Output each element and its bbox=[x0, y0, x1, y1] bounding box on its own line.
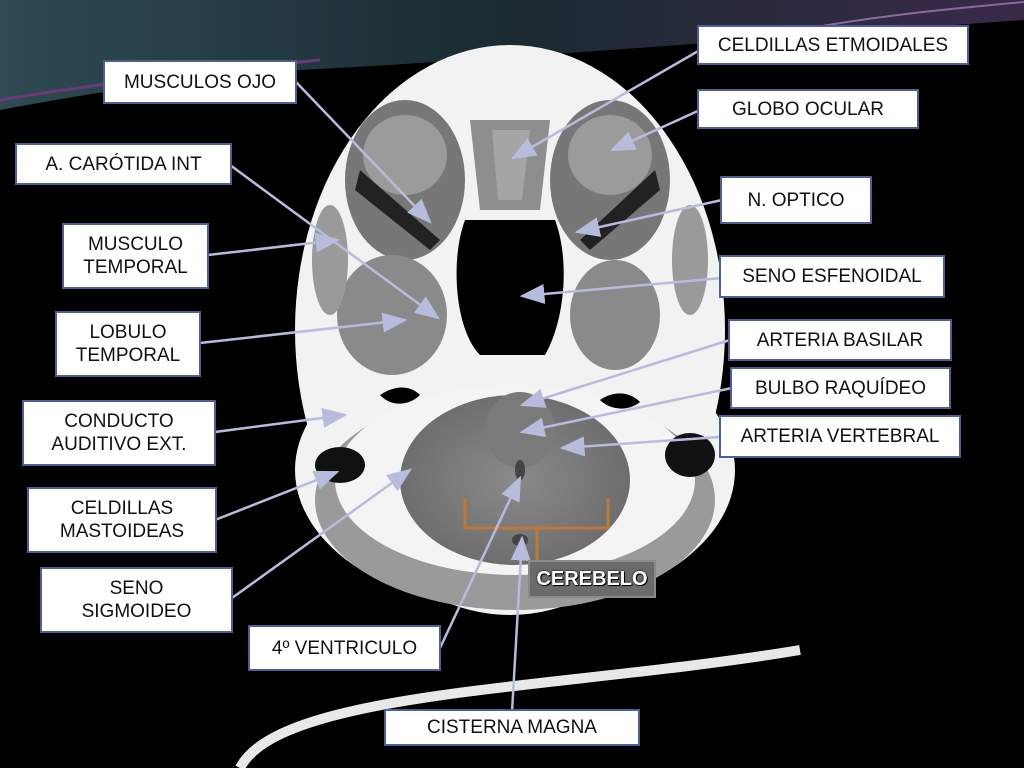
label-text: 4º VENTRICULO bbox=[271, 637, 418, 659]
label-text-line-2: AUDITIVO EXT. bbox=[51, 434, 187, 455]
label-celdillas-mastoideas: CELDILLAS MASTOIDEAS bbox=[27, 487, 217, 553]
label-globo-ocular: GLOBO OCULAR bbox=[697, 89, 919, 129]
label-cisterna-magna: CISTERNA MAGNA bbox=[384, 709, 640, 746]
label-text-line-1: SENO bbox=[109, 578, 164, 599]
label-musculo-temporal: MUSCULO TEMPORAL bbox=[62, 223, 209, 289]
ct-table-ring bbox=[235, 645, 801, 768]
label-text-line-1: CONDUCTO bbox=[64, 411, 174, 432]
label-cerebelo: CEREBELO bbox=[528, 560, 656, 598]
label-lobulo-temporal: LOBULO TEMPORAL bbox=[55, 311, 201, 377]
label-text: ARTERIA BASILAR bbox=[756, 329, 924, 351]
label-carotida-int: A. CARÓTIDA INT bbox=[15, 143, 232, 185]
label-arteria-basilar: ARTERIA BASILAR bbox=[728, 319, 952, 361]
label-text-line-2: SIGMOIDEO bbox=[81, 601, 192, 622]
label-text: BULBO RAQUÍDEO bbox=[754, 377, 927, 399]
label-conducto-auditivo-ext: CONDUCTO AUDITIVO EXT. bbox=[22, 400, 216, 466]
label-seno-sigmoideo: SENO SIGMOIDEO bbox=[40, 567, 233, 633]
label-text: GLOBO OCULAR bbox=[731, 98, 885, 120]
label-text-line-2: MASTOIDEAS bbox=[59, 521, 185, 542]
label-text-line-1: MUSCULO bbox=[87, 234, 183, 255]
label-musculos-ojo: MUSCULOS OJO bbox=[103, 60, 297, 104]
label-text: CELDILLAS ETMOIDALES bbox=[717, 34, 949, 56]
label-text: ARTERIA VERTEBRAL bbox=[740, 426, 940, 447]
label-text: A. CARÓTIDA INT bbox=[45, 153, 202, 175]
label-text: SENO ESFENOIDAL bbox=[742, 266, 922, 287]
medulla bbox=[485, 392, 555, 468]
label-text: N. OPTICO bbox=[747, 189, 845, 211]
label-text-line-2: TEMPORAL bbox=[83, 257, 188, 278]
label-cuarto-ventriculo: 4º VENTRICULO bbox=[248, 625, 441, 671]
label-text-line-2: TEMPORAL bbox=[75, 345, 181, 366]
left-mastoid bbox=[315, 447, 365, 483]
left-temporal-lobe bbox=[337, 255, 447, 375]
label-arteria-vertebral: ARTERIA VERTEBRAL bbox=[719, 415, 961, 458]
label-text: MUSCULOS OJO bbox=[123, 71, 277, 93]
label-text-line-1: CELDILLAS bbox=[70, 498, 174, 519]
label-seno-esfenoidal: SENO ESFENOIDAL bbox=[719, 255, 945, 298]
sphenoid-sinus bbox=[456, 220, 564, 355]
label-celdillas-etmoidales: CELDILLAS ETMOIDALES bbox=[697, 25, 969, 65]
label-text: CISTERNA MAGNA bbox=[427, 717, 597, 738]
label-n-optico: N. OPTICO bbox=[720, 176, 872, 224]
label-bulbo-raquideo: BULBO RAQUÍDEO bbox=[730, 367, 951, 409]
label-text-line-1: LOBULO bbox=[89, 322, 167, 343]
